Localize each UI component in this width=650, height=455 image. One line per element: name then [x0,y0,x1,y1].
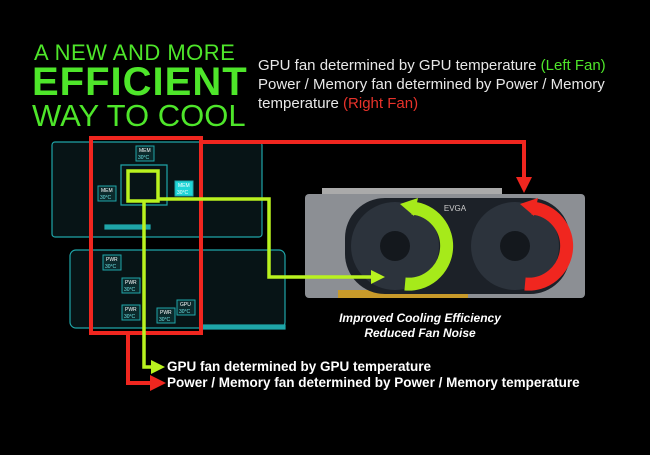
left-fan-rotation-arrow [404,201,454,291]
caption-efficiency: Improved Cooling Efficiency [339,311,501,325]
title-line-1: A NEW AND MORE [34,40,236,65]
legend-gpu: GPU fan determined by GPU temperature [167,359,432,374]
right-fan-rotation-arrow [524,201,574,291]
desc-right-fan: (Right Fan) [343,95,419,112]
right-fan-link [201,140,532,193]
chip-temp: 30°C [124,287,136,293]
chip-pwr: PWR [106,257,118,263]
chip-pwr: PWR [125,280,137,286]
chip-gpu: GPU [180,302,191,308]
card-brand: EVGA [444,204,467,213]
chip-mem: MEM [101,188,113,194]
legend-power: Power / Memory fan determined by Power /… [167,375,580,390]
chip-mem: MEM [139,148,151,154]
title-line-2: EFFICIENT [32,60,248,104]
chip-temp: 30°C [179,309,191,315]
desc-gpu: GPU fan determined by GPU temperature [258,57,541,74]
graphics-card: EVGA [305,188,585,298]
description: GPU fan determined by GPU temperature (L… [258,56,638,113]
chip-pwr: PWR [125,307,137,313]
chip-temp: 30°C [138,155,150,161]
desc-power: Power / Memory fan determined by Power /… [258,76,605,112]
chip-temp: 30°C [177,190,189,196]
chip-mem: MEM [178,183,190,189]
chip-temp: 30°C [100,195,112,201]
chip-temp: 30°C [105,264,117,270]
left-fan-link [158,197,385,284]
circuit-board [51,141,286,330]
caption-noise: Reduced Fan Noise [364,326,476,340]
power-memory-region [89,136,203,335]
chip-temp: 30°C [159,317,171,323]
desc-left-fan: (Left Fan) [540,57,606,74]
chip-pwr: PWR [160,310,172,316]
power-legend-link [126,333,166,391]
chip-temp: 30°C [124,314,136,320]
title-line-3: WAY TO COOL [32,98,246,133]
gpu-legend-link [142,201,165,374]
